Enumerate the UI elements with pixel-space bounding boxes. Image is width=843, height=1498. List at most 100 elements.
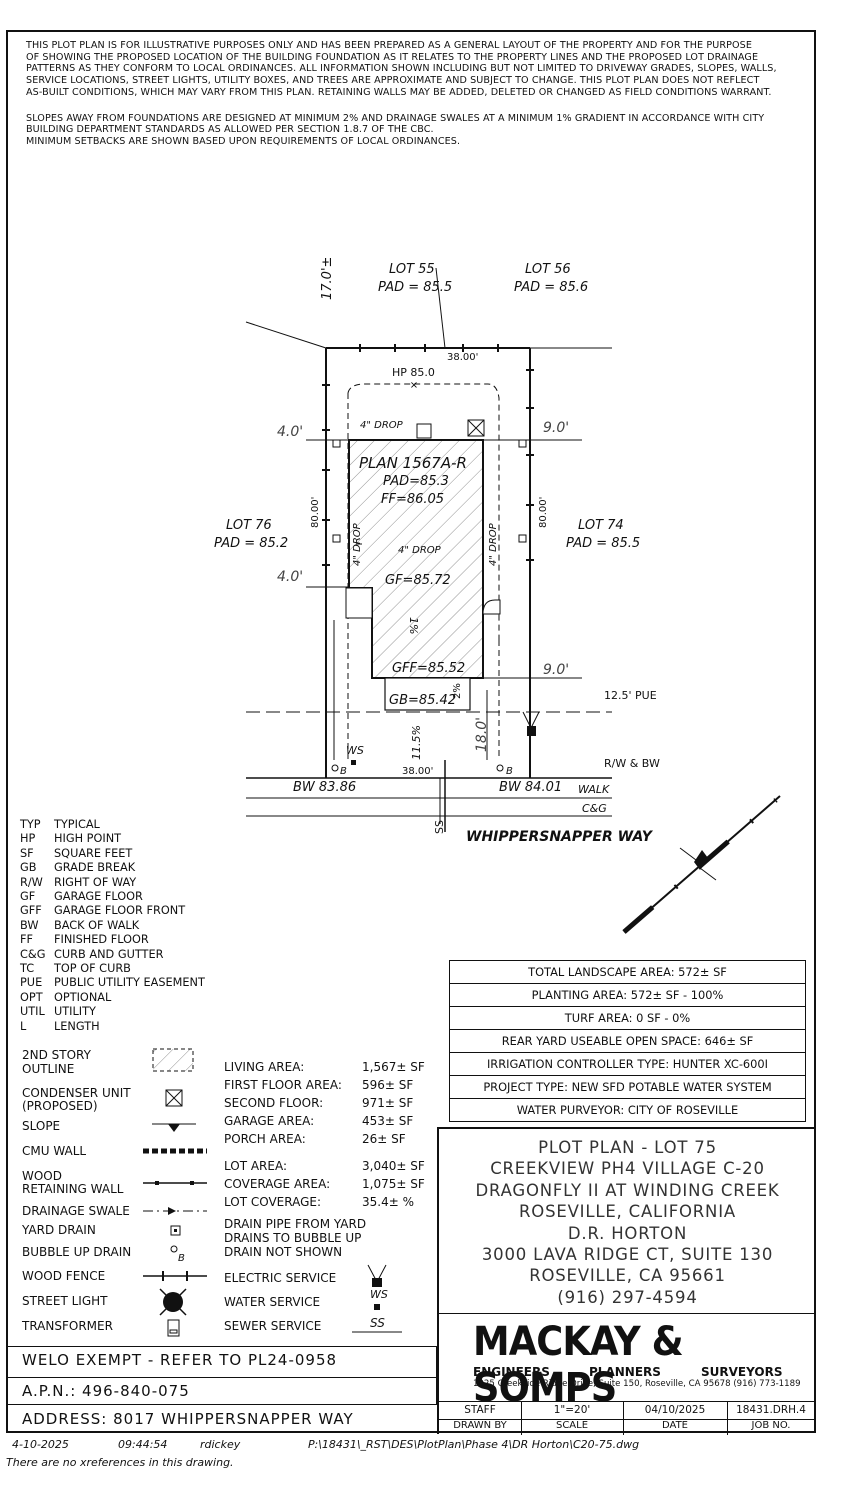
company-address: 1025 Creekside Ridge Drive, Suite 150, R… [473,1379,801,1389]
abbreviation-meaning: TOP OF CURB [54,962,131,976]
title-line: (916) 297-4594 [557,1287,698,1307]
area-value: 596± SF [362,1078,414,1092]
area-label: FIRST FLOOR AREA: [224,1078,342,1092]
abbreviation-meaning: GRADE BREAK [54,861,136,875]
legend-label: OUTLINE [22,1062,75,1076]
abbreviation-meaning: TYPICAL [54,818,100,831]
slope-label: 2% [452,683,463,699]
lot-depth: 80.00' [310,496,321,528]
abbreviation-meaning: LENGTH [54,1019,100,1033]
area-label: SECOND FLOOR: [224,1096,324,1110]
landscape-row: TURF AREA: 0 SF - 0% [450,1007,805,1030]
title-block: PLOT PLAN - LOT 75 CREEKVIEW PH4 VILLAGE … [437,1127,816,1435]
title-line: PLOT PLAN - LOT 75 [538,1138,717,1157]
pad-elevation: PAD=85.3 [383,474,449,489]
bw-left: BW 83.86 [293,780,357,795]
legend-label: (PROPOSED) [22,1099,98,1113]
legend-label: WATER SERVICE [224,1295,321,1309]
xref-note: There are no xreferences in this drawing… [6,1456,234,1469]
cg-label: C&G [582,802,607,815]
landscape-row: REAR YARD USEABLE OPEN SPACE: 646± SF [450,1030,805,1053]
abbreviation-meaning: GARAGE FLOOR [54,890,143,904]
drawing-sheet [6,30,816,1433]
side-setback: 4.0' [277,424,304,440]
abbreviation-meaning: BACK OF WALK [54,918,140,932]
finished-floor: FF=86.05 [381,492,445,507]
lot-width-bottom: 38.00' [402,766,434,777]
legend-label: CMU WALL [22,1144,87,1158]
legend-label: DRAIN NOT SHOWN [224,1245,343,1259]
side-setback: 9.0' [543,420,570,436]
lot-74-label: LOT 74 [578,518,624,533]
legend-label: SS [370,1316,385,1330]
legend-label: YARD DRAIN [22,1223,96,1237]
welo-note: WELO EXEMPT - REFER TO PL24-0958 [22,1351,338,1369]
area-value: 3,040± SF [362,1159,425,1173]
plan-name: PLAN 1567A-R [359,454,467,472]
legend-label: WOOD [22,1169,62,1183]
area-label: LOT COVERAGE: [224,1195,322,1209]
legend-label: WS [370,1288,388,1301]
abbreviation-key: OPT [20,990,43,1004]
title-line: DRAGONFLY II AT WINDING CREEK [475,1180,780,1200]
note-line: THIS PLOT PLAN IS FOR ILLUSTRATIVE PURPO… [26,40,752,51]
bw-right: BW 84.01 [499,780,563,795]
company-subtitle: ENGINEERS [473,1365,550,1379]
title-line: ROSEVILLE, CA 95661 [529,1266,726,1286]
title-lines: PLOT PLAN - LOT 75 CREEKVIEW PH4 VILLAGE … [439,1137,816,1308]
lot-depth: 80.00' [538,496,549,528]
walk-label: WALK [578,783,610,796]
lot-56-pad: PAD = 85.6 [514,280,589,295]
file-path: P:\18431\_RST\DES\PlotPlan\Phase 4\DR Ho… [308,1438,640,1451]
note-line: OF SHOWING THE PROPOSED LOCATION OF THE … [26,51,759,63]
plot-time: 09:44:54 [118,1438,168,1451]
title-line: CREEKVIEW PH4 VILLAGE C-20 [490,1159,765,1179]
legend-label: B [178,1253,185,1264]
abbreviation-meaning: GARAGE FLOOR FRONT [54,904,186,918]
area-value: 35.4± % [362,1195,414,1209]
legend-label: WOOD FENCE [22,1269,106,1283]
svg-text:×: × [410,380,418,391]
legend-label: DRAINS TO BUBBLE UP [224,1231,362,1245]
area-label: GARAGE AREA: [224,1114,315,1128]
title-line: 3000 LAVA RIDGE CT, SUITE 130 [481,1245,774,1265]
abbreviation-key: SF [20,846,34,860]
legend-label: RETAINING WALL [22,1182,124,1196]
note-line: SLOPES AWAY FROM FOUNDATIONS ARE DESIGNE… [26,112,765,124]
abbreviation-key: TYP [20,818,41,831]
title-line: ROSEVILLE, CALIFORNIA [519,1202,736,1222]
lot-76-pad: PAD = 85.2 [214,536,289,551]
info-cell: 1"=20'SCALE [521,1402,624,1435]
abbreviation-meaning: CURB AND GUTTER [54,947,164,961]
abbreviation-meaning: SQUARE FEET [54,846,133,860]
abbreviation-meaning: UTILITY [54,1005,96,1019]
area-label: LOT AREA: [224,1159,288,1173]
abbreviation-meaning: FINISHED FLOOR [54,933,149,947]
note-line: BUILDING DEPARTMENT STANDARDS AS ALLOWED… [26,124,434,136]
plot-user: rdickey [200,1438,241,1451]
abbreviation-row: SF SQUARE FEET [20,847,205,861]
general-notes: THIS PLOT PLAN IS FOR ILLUSTRATIVE PURPO… [26,40,796,148]
abbreviation-key: PUE [20,976,43,990]
legend-label: 2ND STORY [22,1048,91,1062]
note-line: PATTERNS AS THEY CONFORM TO LOCAL ORDINA… [26,63,777,75]
area-value: 971± SF [362,1096,414,1110]
company-logo: MACKAY & SOMPS [473,1319,684,1411]
water-service-label: WS [346,744,364,757]
lot-55-pad: PAD = 85.5 [378,280,453,295]
pue-label: 12.5' PUE [604,689,657,702]
plot-date: 4-10-2025 [12,1438,69,1451]
bubble-up-label: B [340,766,347,777]
lot-76-label: LOT 76 [226,518,272,533]
legend-label: CONDENSER UNIT [22,1086,131,1100]
